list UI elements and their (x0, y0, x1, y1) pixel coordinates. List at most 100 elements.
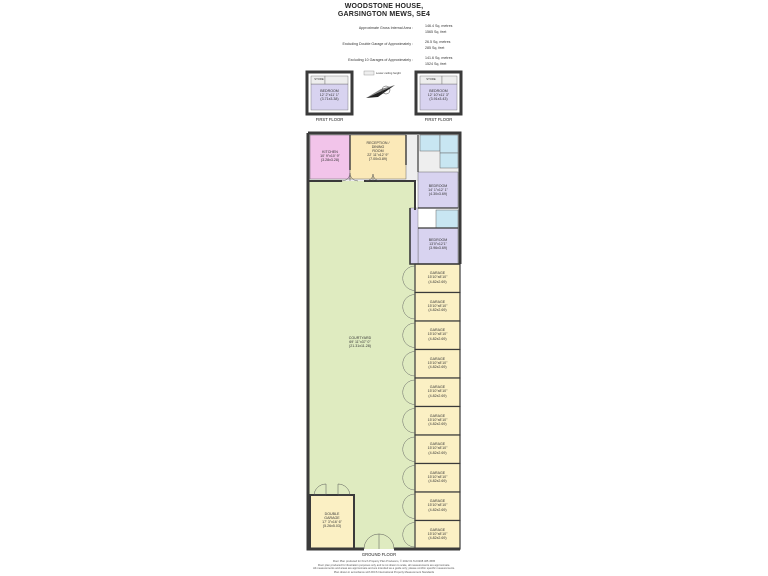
garage-room (414, 434, 461, 465)
reception-room (349, 134, 407, 180)
garage-room (414, 291, 461, 322)
first-floor-right-plan (414, 70, 463, 116)
footer-line-3: All measurements and areas are approxima… (312, 567, 456, 570)
garage-metric-label: (4.82x2.69) (428, 507, 447, 512)
ff-right-bedroom-dims: 12' 10"x11' 3" (427, 93, 450, 97)
garage-door-swing (402, 335, 416, 348)
garage-door-swing (402, 294, 416, 307)
reception-label-3: ROOM (372, 149, 384, 153)
courtyard-area (308, 181, 415, 549)
garage-metric-label: (4.82x2.69) (428, 479, 447, 484)
garage-dims-label: 15'10"x8'10" (427, 275, 448, 280)
first-floor-left-plan (305, 70, 354, 116)
garage-door-swing (402, 306, 416, 320)
ff-left-bedroom-dims: 12' 2"x11' 1" (319, 93, 340, 97)
bedroom-lower-label: BEDROOM (428, 238, 448, 242)
area-label-double-garage: Excluding Double Garage of Approximately… (342, 42, 413, 46)
garage-metric-label: (4.82x2.69) (428, 450, 447, 455)
ff-left-bedroom-metric: (3.71x3.38) (320, 97, 339, 101)
garage-door-swing (402, 278, 416, 291)
kitchen-metric: (3.28x3.28) (320, 158, 340, 162)
garage-door-swing (402, 506, 416, 519)
courtyard-dims: 69' 11"x37' 0" (349, 340, 371, 344)
area-label-gross: Approximate Gross Internal Area : (358, 26, 413, 30)
garage-name-label: GARAGE (429, 328, 446, 333)
footer-line-4: Plan drawn in accordance with RICS Inter… (333, 570, 435, 574)
garage-dims-label: 15'10"x8'10" (427, 389, 448, 394)
garage-door-swing (402, 392, 416, 405)
garage-name-label: GARAGE (429, 527, 446, 532)
legend-label: Lower ceiling height (376, 71, 401, 75)
garage-metric-label: (4.82x2.69) (428, 536, 447, 541)
bedroom-upper-dims: 14' 1"x12' 1" (428, 188, 448, 192)
courtyard-label: COURTYARD (348, 336, 372, 340)
garage-name-label: GARAGE (429, 413, 446, 418)
ff-right-bedroom-label: BEDROOM (429, 89, 448, 93)
footer-line-2: Floor plan produced for illustration pur… (317, 563, 451, 567)
garage-dims-label: 15'10"x8'10" (427, 417, 448, 422)
property-address: GARSINGTON MEWS, SE4 (337, 11, 431, 18)
garage-door-swing (402, 322, 416, 336)
garage-dims-label: 15'10"x8'10" (427, 303, 448, 308)
ff-right-store-label: STORE (426, 77, 436, 81)
garage-door-swing (402, 465, 416, 478)
legend-swatch (363, 70, 375, 76)
garage-name-label: GARAGE (429, 271, 446, 276)
garage-dims-label: 15'10"x8'10" (427, 446, 448, 451)
garage-metric-label: (4.82x2.69) (428, 336, 447, 341)
garage-room (414, 491, 461, 522)
bedroom-upper-room (417, 171, 459, 209)
garage-door-swing (402, 420, 416, 434)
garage-door-swing (402, 522, 416, 535)
garage-door-swing (402, 477, 416, 491)
bedroom-upper-metric: (4.30x3.69) (428, 192, 448, 196)
area-value-double-garage-metric: 26.5 Sq. metres (425, 40, 451, 44)
ff-right-bedroom-metric: (3.91x3.43) (429, 97, 448, 101)
garage-door-swing (402, 436, 416, 450)
garage-door-swing (402, 379, 416, 393)
kitchen-label: KITCHEN (322, 150, 338, 154)
garage-door-swing (402, 493, 416, 507)
garage-room (414, 519, 461, 550)
ff-left-store-label: STORE (314, 77, 324, 81)
garage-room (414, 320, 461, 351)
garage-door-swing (402, 408, 416, 421)
courtyard-metric: (21.31x11.28) (349, 344, 371, 348)
footer-line-1: Floor Plan produced for Kinch Property P… (332, 560, 436, 563)
area-value-garages-metric: 141.6 Sq. metres (425, 56, 453, 60)
garage-name-label: GARAGE (429, 442, 446, 447)
area-label-garages: Excluding 10 Garages of Approximately : (348, 58, 413, 62)
garage-name-label: GARAGE (429, 470, 446, 475)
reception-label-2: DINING (371, 145, 385, 149)
garage-door-swing (402, 265, 416, 279)
area-value-gross-imperial: 1565 Sq. feet (425, 30, 447, 34)
garage-metric-label: (4.82x2.69) (428, 365, 447, 370)
garage-name-label: GARAGE (429, 299, 446, 304)
property-title: WOODSTONE HOUSE, (344, 3, 424, 10)
bedroom-lower-metric: (3.96x3.69) (428, 246, 448, 250)
garage-door-swing (402, 363, 416, 377)
garage-metric-label: (4.82x2.69) (428, 279, 447, 284)
garage-name-label: GARAGE (429, 385, 446, 390)
garage-room (414, 348, 461, 379)
garage-dims-label: 15'10"x8'10" (427, 474, 448, 479)
garage-metric-label: (4.82x2.69) (428, 308, 447, 313)
garages-group (402, 263, 461, 550)
compass-icon (366, 85, 395, 98)
ff-right-caption: FIRST FLOOR (424, 117, 453, 122)
garage-name-label: GARAGE (429, 499, 446, 504)
garage-room (414, 377, 461, 408)
reception-dims: 22' 11"x12' 9" (367, 153, 389, 157)
garage-metric-label: (4.82x2.69) (428, 393, 447, 398)
area-value-double-garage-imperial: 285 Sq. feet (425, 46, 445, 50)
garage-dims-label: 15'10"x8'10" (427, 332, 448, 337)
reception-label-1: RECEPTION / (366, 141, 390, 145)
garage-door-swing (402, 449, 416, 462)
area-value-gross-metric: 146.4 Sq. metres (425, 24, 453, 28)
ff-left-caption: FIRST FLOOR (315, 117, 344, 122)
garage-room (414, 462, 461, 493)
reception-metric: (7.00x3.89) (368, 157, 388, 161)
kitchen-dims: 10' 9"x10' 9" (320, 154, 340, 158)
double-garage-metric: (5.26x5.03) (322, 524, 342, 528)
